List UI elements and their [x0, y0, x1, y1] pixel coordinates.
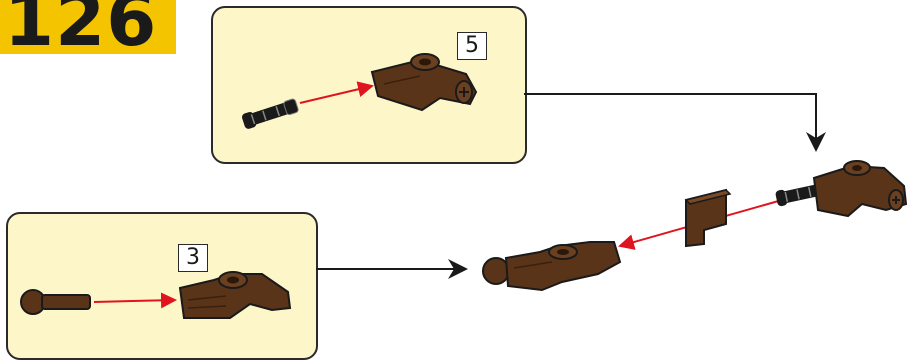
quantity-box: 3: [178, 244, 208, 272]
black-axle-pin-main: [775, 184, 823, 207]
quantity-box: 5: [457, 32, 487, 60]
subassembly-callout-top: 5: [211, 6, 527, 164]
step-number-badge: 126: [0, 0, 176, 54]
assembly-arrow: [299, 81, 374, 104]
brown-ball-joint: [482, 257, 510, 285]
brown-bracket-plate: [684, 188, 732, 248]
assembly-arrow: [93, 292, 177, 309]
brown-ball-joint-pin-small: [20, 289, 91, 315]
brown-angle-connector-bottom: [178, 271, 292, 319]
black-axle-pin-small: [242, 98, 299, 129]
step-number: 126: [4, 0, 158, 54]
brown-angle-connector-top: [370, 53, 478, 112]
brown-angle-connector-main: [504, 241, 622, 292]
flow-arrow-top: [524, 93, 826, 152]
brown-angle-connector-right: [812, 160, 908, 218]
